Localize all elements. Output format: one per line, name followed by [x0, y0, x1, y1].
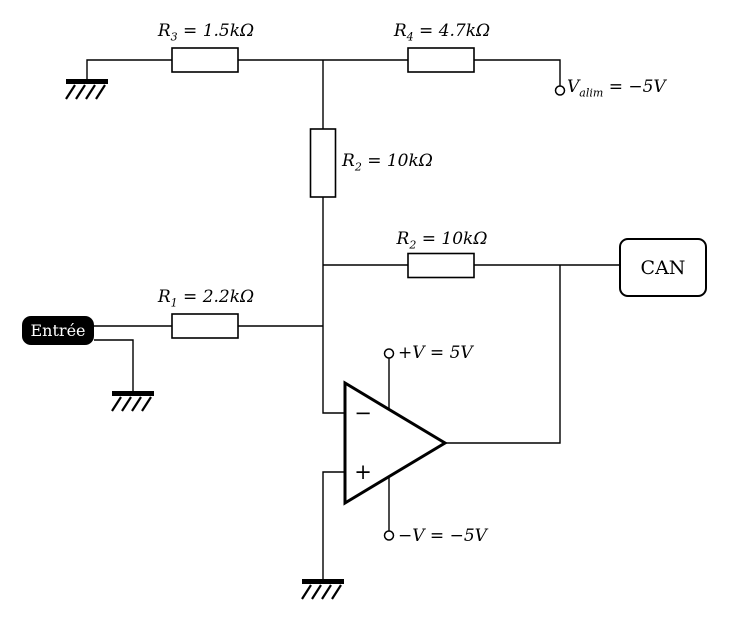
ground-hatches	[65, 84, 106, 100]
resistor-r4-label: R4 = 4.7kΩ	[386, 21, 498, 44]
resistor-r1-body	[171, 313, 239, 339]
wire-noninverting-to-ground	[322, 471, 345, 579]
ground-symbol-noninverting	[301, 579, 344, 600]
r2-feedback-subscript: 2	[409, 238, 417, 252]
r3-subscript: 3	[170, 30, 178, 44]
v-minus-label: −V = −5V	[398, 526, 487, 546]
r4-symbol: R	[393, 21, 407, 41]
opamp-triangle	[343, 380, 448, 506]
r2-feedback-symbol: R	[396, 229, 410, 249]
r3-symbol: R	[157, 21, 171, 41]
r4-value: = 4.7kΩ	[413, 21, 491, 41]
can-block-label: CAN	[640, 256, 686, 279]
can-block: CAN	[619, 238, 707, 297]
ground-hatches	[111, 396, 152, 412]
v-minus-terminal	[383, 530, 395, 541]
r4-subscript: 4	[406, 30, 414, 44]
wire-entree-to-ground	[94, 339, 134, 391]
resistor-r3-body	[171, 47, 239, 73]
r2-top-value: = 10kΩ	[361, 151, 433, 171]
wire-main-vertical	[322, 60, 345, 414]
entree-block: Entrée	[22, 316, 94, 345]
r2-feedback-value: = 10kΩ	[416, 229, 488, 249]
resistor-r1-label: R1 = 2.2kΩ	[149, 287, 263, 310]
ground-symbol-top-left	[65, 79, 108, 100]
v-alim-terminal	[554, 85, 566, 96]
resistor-r2-feedback-body	[407, 252, 475, 279]
resistor-r3-label: R3 = 1.5kΩ	[149, 21, 263, 44]
r1-subscript: 1	[170, 296, 178, 310]
v-plus-label: +V = 5V	[398, 343, 473, 363]
r1-value: = 2.2kΩ	[177, 287, 255, 307]
r2-top-subscript: 2	[354, 160, 362, 174]
resistor-r4-body	[407, 47, 475, 73]
r1-symbol: R	[157, 287, 171, 307]
v-plus-terminal	[383, 348, 395, 359]
v-alim-subscript: alim	[579, 86, 604, 100]
resistor-r2-vertical-body	[309, 128, 337, 198]
v-alim-value: = −5V	[603, 77, 666, 97]
wire-output	[445, 265, 561, 444]
r2-top-symbol: R	[342, 151, 355, 171]
opamp-noninverting-input-sign: +	[354, 460, 372, 484]
ground-hatches	[301, 584, 342, 600]
entree-block-label: Entrée	[30, 321, 86, 340]
resistor-r2-feedback-label: R2 = 10kΩ	[387, 229, 497, 252]
opamp-inverting-input-sign: −	[354, 401, 372, 425]
r3-value: = 1.5kΩ	[177, 21, 255, 41]
v-alim-label: Valim = −5V	[567, 77, 666, 100]
v-alim-symbol: V	[567, 77, 580, 97]
ground-symbol-entree	[111, 391, 154, 412]
resistor-r2-vertical-label: R2 = 10kΩ	[342, 151, 433, 174]
